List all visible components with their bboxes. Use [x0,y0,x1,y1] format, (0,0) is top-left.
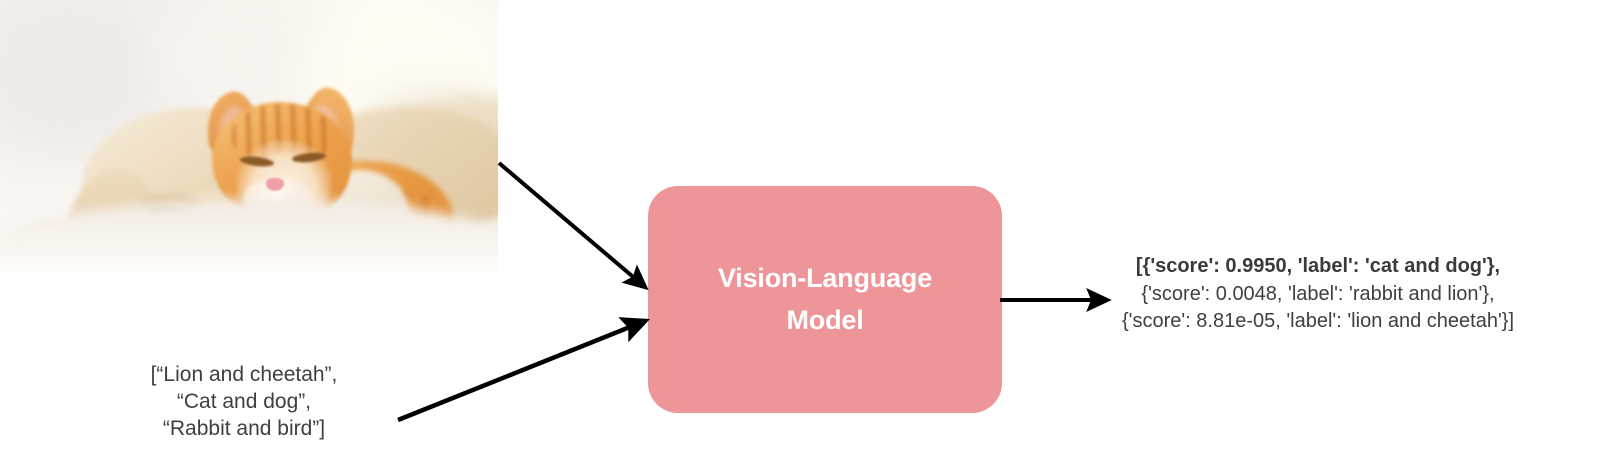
kitten-nose [266,178,284,191]
vision-language-model-label: Vision-Language Model [717,262,933,335]
input-image-puppy-and-kitten [0,0,498,324]
prediction-line-1: [{'score': 0.9950, 'label': 'cat and dog… [1135,255,1501,277]
blanket-foreground-highlight [0,264,498,324]
image-to-model-arrow [497,161,649,291]
candidate-labels-text: [“Lion and cheetah”, “Cat and dog”, “Rab… [150,363,338,440]
prompt-to-model-arrow [397,317,651,423]
prediction-line-3: {'score': 8.81e-05, 'label': 'lion and c… [1121,310,1515,332]
prediction-output-text: [{'score': 0.9950, 'label': 'cat and dog… [1050,253,1586,336]
vision-language-model-box: Vision-Language Model [648,186,1002,413]
prediction-line-2: {'score': 0.0048, 'label': 'rabbit and l… [1141,282,1495,305]
